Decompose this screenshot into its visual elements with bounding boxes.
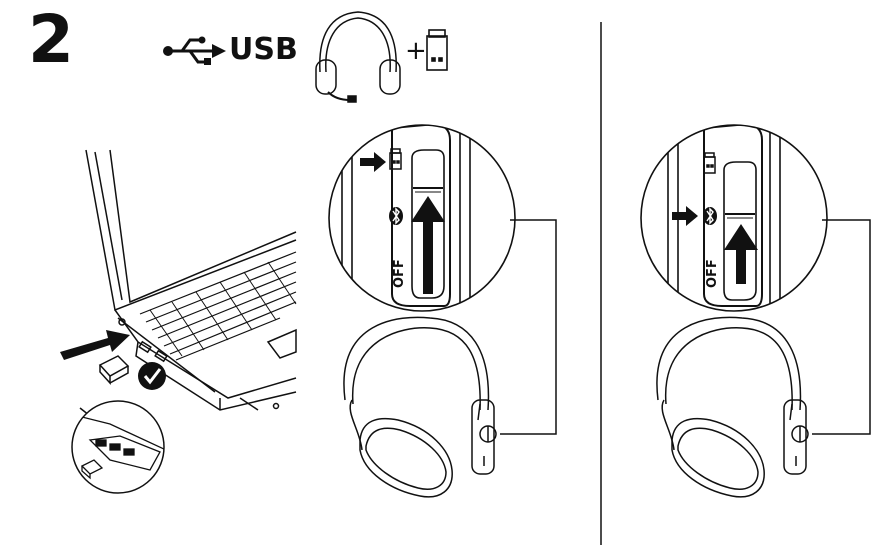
arrow-icon — [360, 152, 386, 172]
usb-receiver-icon — [98, 355, 130, 385]
usb-receiver-icon — [426, 29, 448, 71]
switch-zoom-bluetooth: OFF — [640, 124, 828, 312]
plus-sign: + — [405, 36, 427, 66]
check-icon — [138, 362, 166, 390]
callout-line — [812, 219, 871, 435]
switch-off-label: OFF — [392, 259, 407, 288]
usb-label: USB — [229, 32, 298, 67]
port-inset — [71, 400, 165, 494]
headset-icon — [656, 316, 809, 498]
arrow-icon — [411, 196, 445, 294]
switch-off-label: OFF — [705, 259, 720, 288]
callout-line — [500, 219, 557, 435]
bluetooth-icon — [703, 207, 717, 225]
headset-icon — [343, 316, 497, 498]
step-number: 2 — [28, 1, 74, 78]
usb-receiver-icon — [389, 148, 402, 170]
arrow-icon — [672, 206, 698, 226]
arrow-icon — [60, 330, 130, 360]
bluetooth-icon — [389, 207, 403, 225]
usb-receiver-icon — [703, 152, 716, 174]
laptop — [85, 149, 297, 411]
usb-symbol-icon — [163, 36, 226, 65]
switch-zoom-receiver: OFF — [328, 124, 516, 312]
headset-icon — [315, 11, 401, 103]
arrow-icon — [724, 224, 758, 284]
